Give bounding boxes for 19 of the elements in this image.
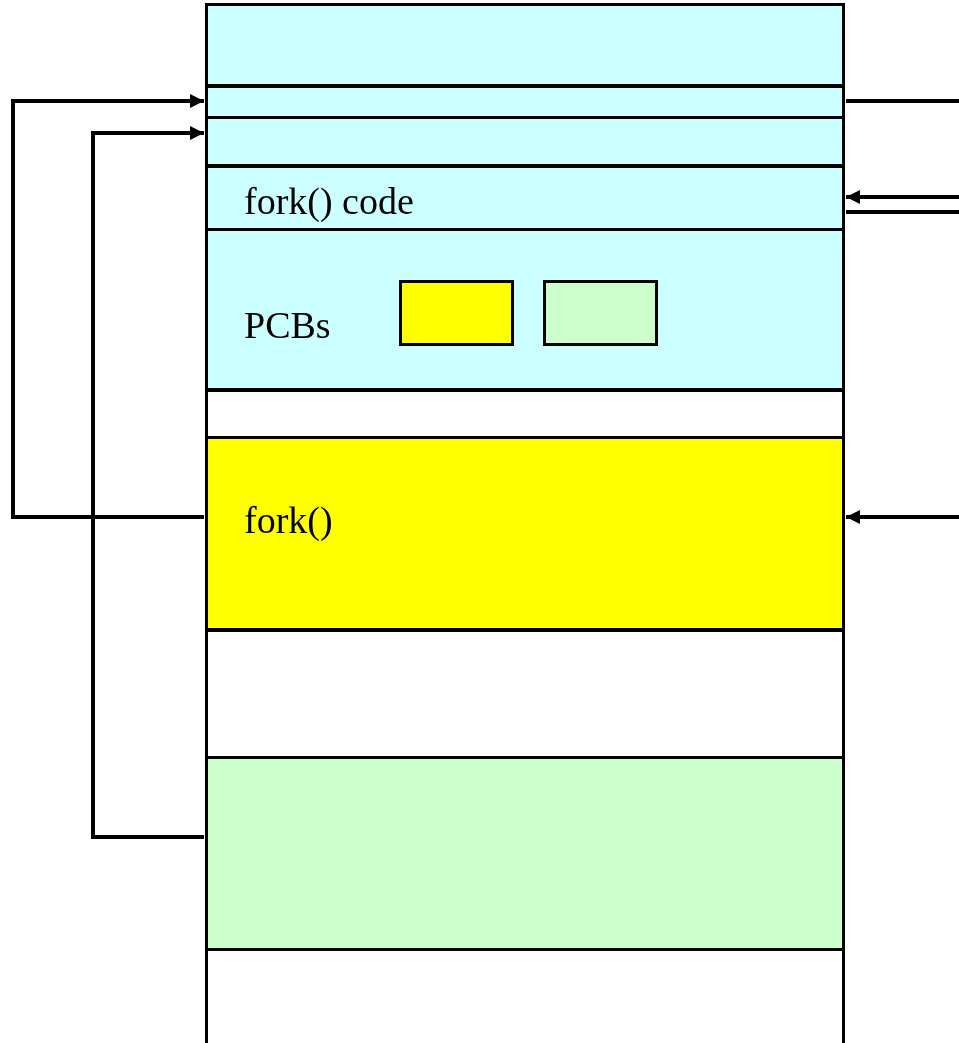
memory-region xyxy=(205,389,845,439)
memory-region xyxy=(205,3,845,87)
arrow xyxy=(91,126,204,839)
memory-region xyxy=(205,436,845,631)
region-label: fork() code xyxy=(244,182,414,220)
pcb-box xyxy=(543,280,658,346)
memory-region xyxy=(205,948,845,1043)
arrow xyxy=(846,510,959,524)
arrow xyxy=(846,190,959,204)
memory-region xyxy=(205,756,845,951)
connector-line xyxy=(846,99,959,103)
pcb-box xyxy=(399,280,514,346)
memory-region xyxy=(205,116,845,167)
connector-line xyxy=(846,210,959,214)
memory-region xyxy=(205,228,845,391)
arrow xyxy=(11,94,204,519)
region-label: fork() xyxy=(244,501,333,539)
region-label: PCBs xyxy=(244,306,331,344)
memory-region xyxy=(205,629,845,759)
